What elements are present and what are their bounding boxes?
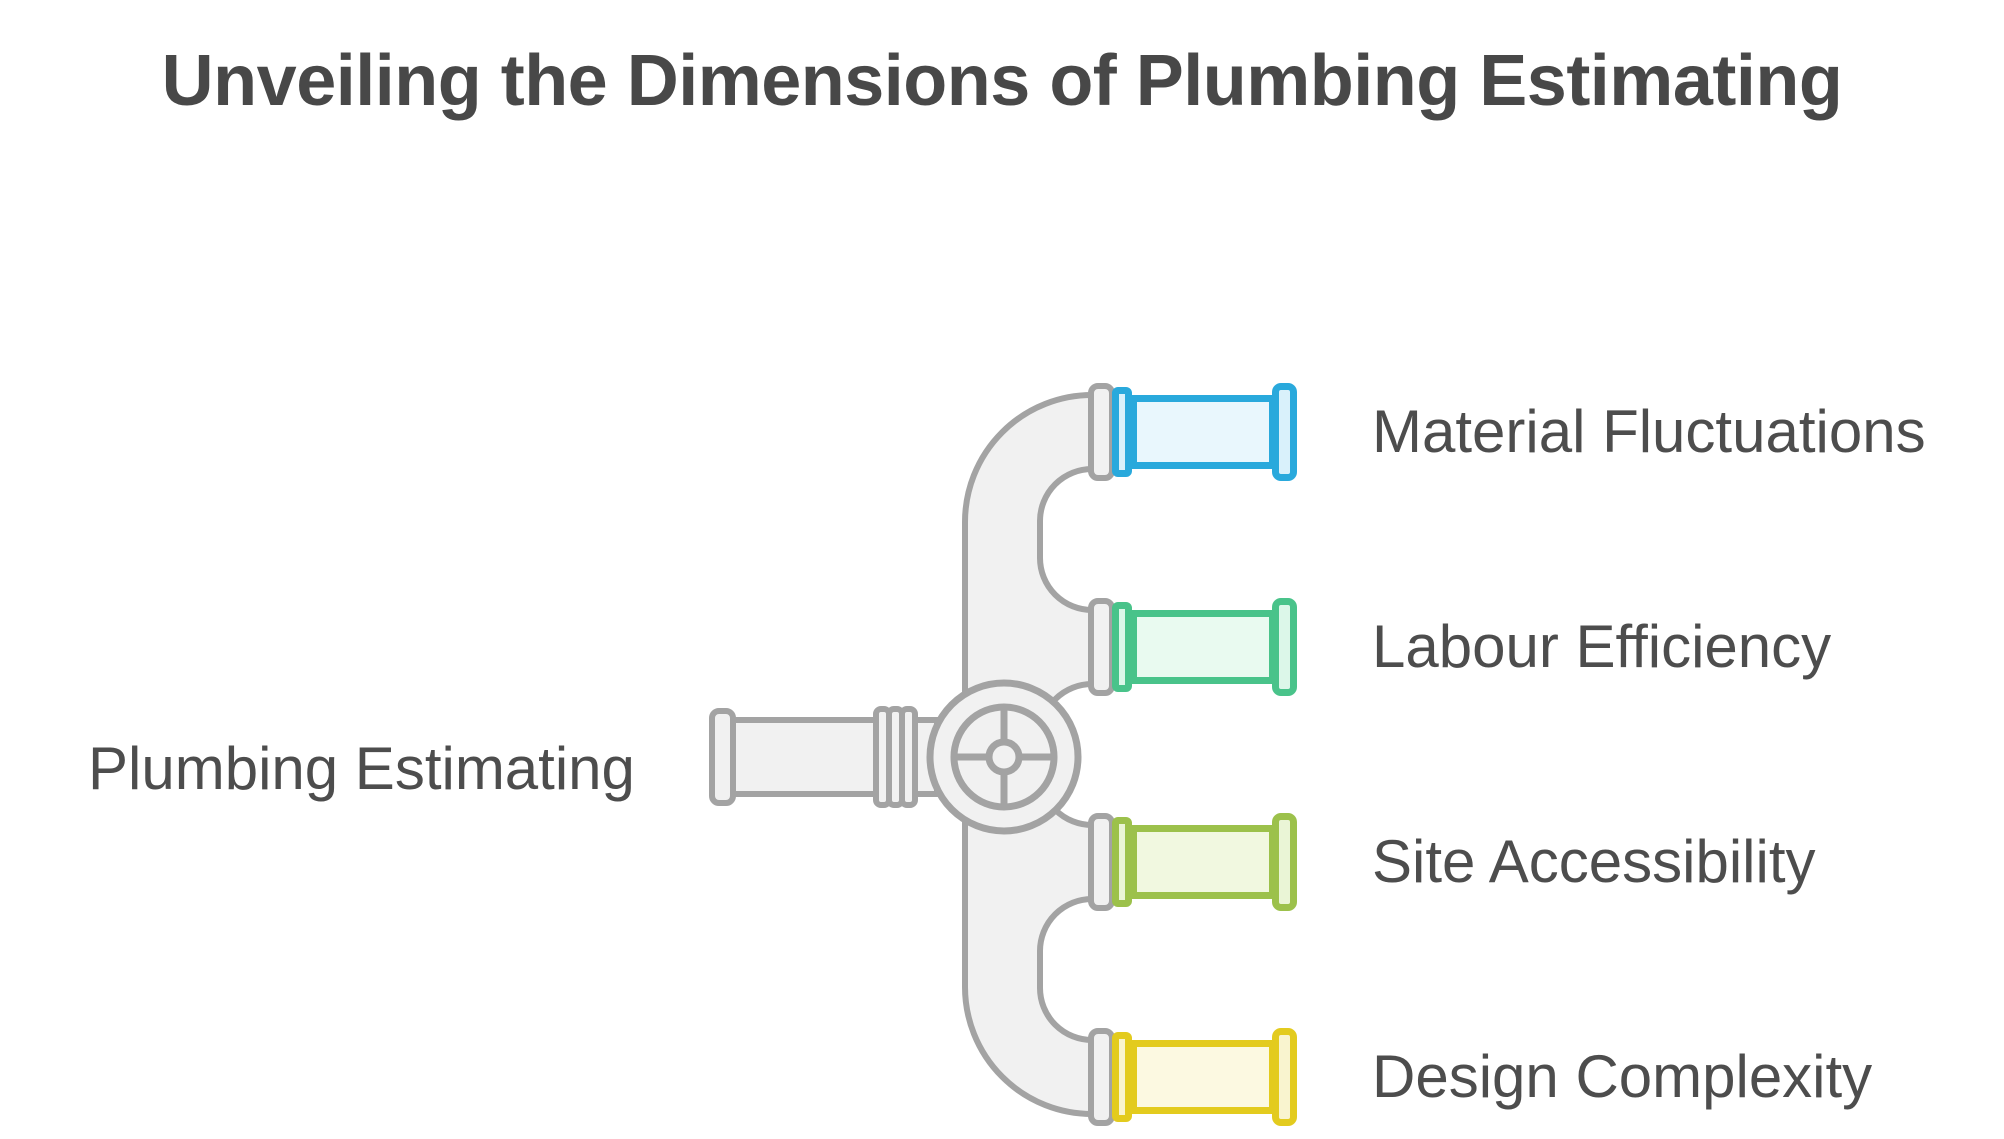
branch-labour-efficiency: Labour Efficiency (0, 587, 2004, 707)
pipe-flange-right (1272, 383, 1297, 481)
pipe-segment (1130, 610, 1276, 684)
main-pipe-endcap (709, 708, 736, 806)
valve-icon (926, 679, 1082, 835)
pipe-segment (1130, 1040, 1276, 1114)
coupling-ring (899, 706, 918, 808)
branch-label: Site Accessibility (1372, 828, 1816, 895)
pipe-flange-right (1272, 813, 1297, 911)
root-node-label: Plumbing Estimating (88, 735, 635, 802)
valve-hub (985, 738, 1023, 776)
branch-site-accessibility: Site Accessibility (0, 802, 2004, 922)
pipe-flange-right (1272, 1028, 1297, 1126)
branch-design-complexity: Design Complexity (0, 1017, 2004, 1137)
pipe-flange-left (1112, 1032, 1132, 1122)
pipe-flange-right (1272, 598, 1297, 696)
branch-label: Design Complexity (1372, 1043, 1873, 1110)
branch-material-fluctuations: Material Fluctuations (0, 372, 2004, 492)
pipe-flange-left (1112, 602, 1132, 692)
page-title: Unveiling the Dimensions of Plumbing Est… (161, 41, 1843, 121)
gray-pipework (709, 383, 1115, 1126)
pipe-flange-left (1112, 387, 1132, 477)
branch-label: Labour Efficiency (1372, 613, 1832, 680)
pipe-segment (1130, 825, 1276, 899)
branch-label: Material Fluctuations (1372, 398, 1926, 465)
pipe-segment (1130, 395, 1276, 469)
pipe-flange-left (1112, 817, 1132, 907)
